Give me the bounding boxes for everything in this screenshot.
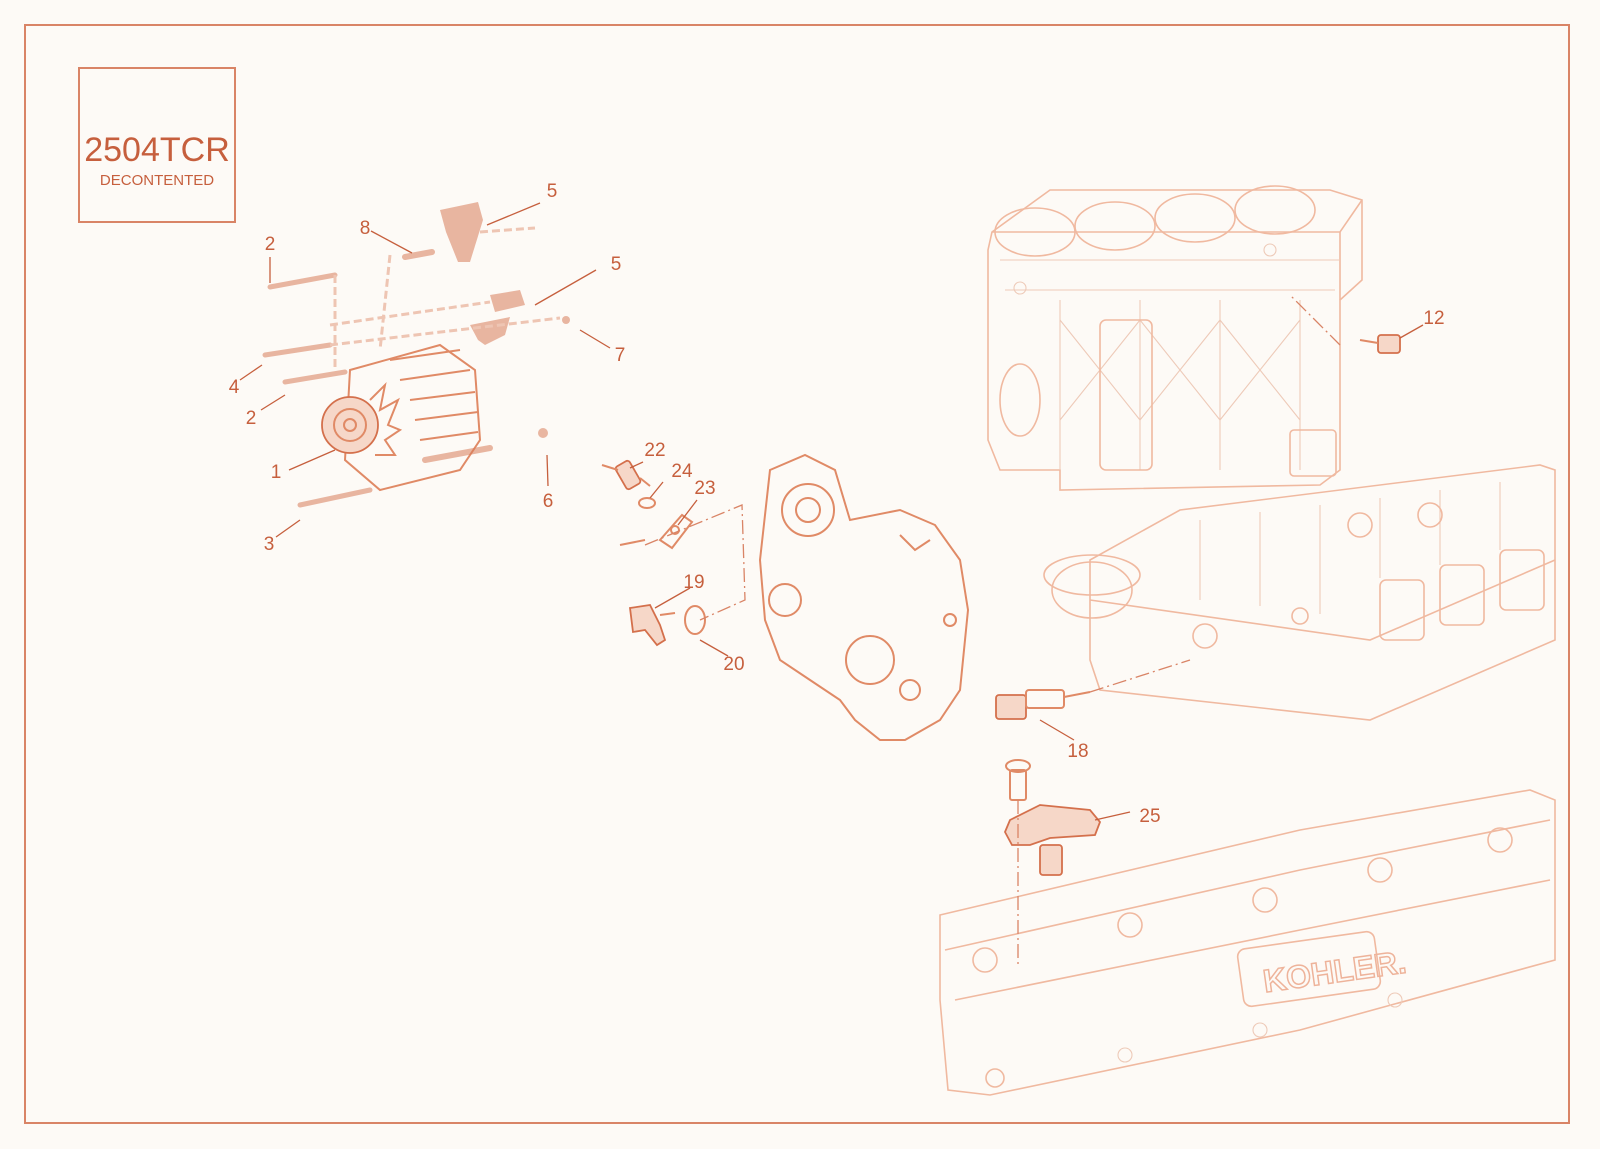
callout-8: 8	[360, 218, 371, 239]
drawing-frame	[24, 24, 1570, 1124]
callout-4: 4	[229, 377, 240, 398]
alternator	[321, 343, 482, 492]
callout-3: 3	[264, 534, 275, 555]
callout-22: 22	[644, 440, 665, 461]
model-variant: DECONTENTED	[99, 172, 215, 189]
callout-5-upper: 5	[547, 181, 558, 202]
callout-1: 1	[271, 462, 282, 483]
callout-25: 25	[1139, 806, 1160, 827]
coolant-temp-sensor-18	[995, 689, 1091, 720]
callout-2-mid: 2	[246, 408, 257, 429]
title-block: 2504TCR DECONTENTED	[78, 67, 236, 223]
o-ring-20	[684, 605, 706, 635]
callout-5-lower: 5	[611, 254, 622, 275]
callout-19: 19	[683, 572, 704, 593]
o-ring-24	[638, 497, 656, 509]
engine-block	[987, 185, 1363, 491]
callout-24: 24	[671, 461, 693, 482]
leader-lines	[239, 202, 1424, 821]
timing-cover	[758, 453, 970, 741]
cylinder-head	[1043, 464, 1556, 721]
callout-23: 23	[694, 478, 715, 499]
rocker-cover: KOHLER.	[939, 789, 1556, 1096]
callout-20: 20	[723, 654, 744, 675]
callout-labels: 1 2 2 3 4 5 5 6 7 8 12 18 19 20 22 23 24…	[229, 181, 1445, 827]
crank-sensor	[601, 459, 651, 491]
alternator-fasteners	[262, 202, 570, 508]
model-number: 2504TCR	[84, 131, 230, 169]
kohler-logo: KOHLER.	[1261, 944, 1409, 1000]
callout-6: 6	[543, 491, 554, 512]
callout-7: 7	[615, 345, 626, 366]
speed-sensor-19	[628, 604, 676, 647]
pressure-sensor-25	[1004, 759, 1102, 876]
sensor-bracket-23	[619, 513, 694, 550]
callout-12: 12	[1423, 308, 1444, 329]
callout-18: 18	[1067, 741, 1088, 762]
temp-sender-12	[1359, 334, 1401, 354]
callout-2-upper: 2	[265, 234, 276, 255]
assembly-centerlines	[644, 294, 1341, 965]
